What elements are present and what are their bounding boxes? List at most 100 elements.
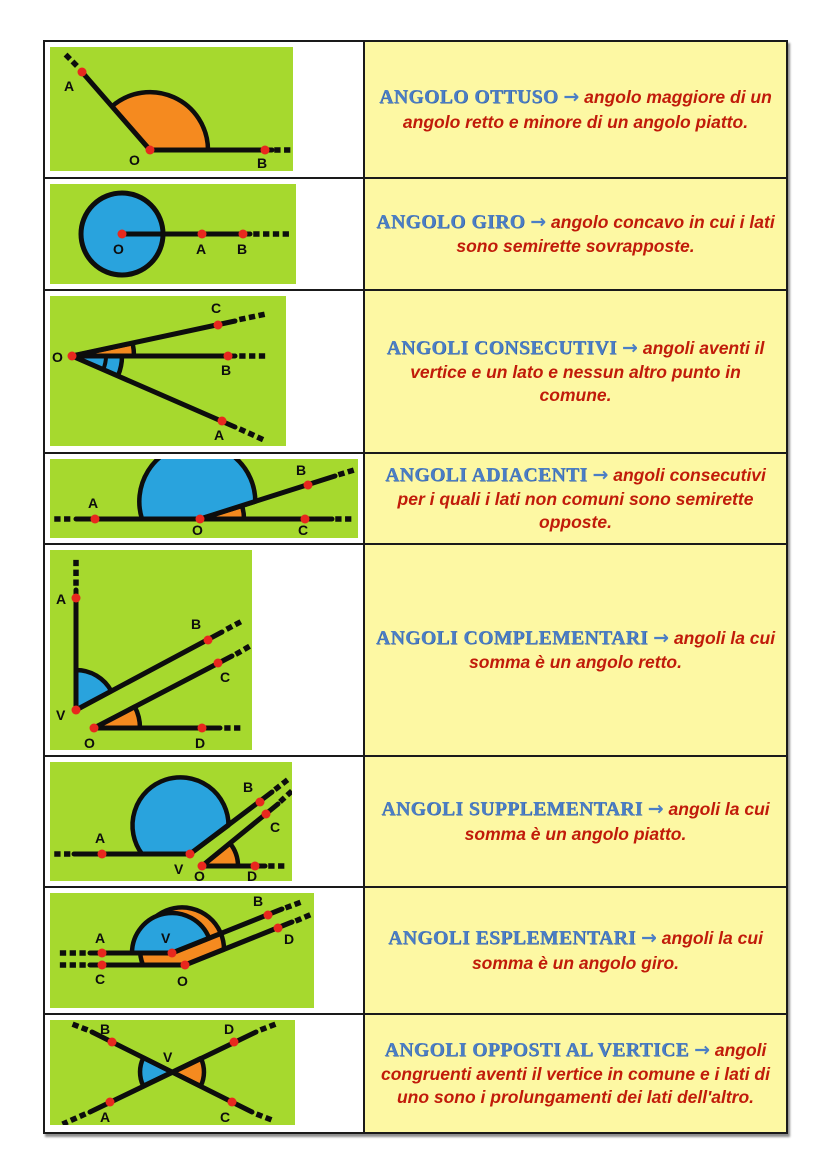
definition-body: angoli aventi il vertice e un lato e nes… (410, 337, 765, 406)
table-row: A O B ANGOLO OTTUSO → angolo maggiore di… (45, 42, 786, 179)
arrow-glyph: → (647, 798, 664, 821)
table-row: A V B O C D ANGOLI SUPPLEMENTARI → angol… (45, 757, 786, 888)
point-label: C (220, 1109, 230, 1125)
table-row: A O C B ANGOLI ADIACENTI → angoli consec… (45, 454, 786, 545)
point-label: C (95, 971, 105, 987)
definition-cell: ANGOLI ESPLEMENTARI → angoli la cui somm… (365, 888, 786, 1013)
point-label: O (113, 241, 124, 257)
arrow-glyph: → (694, 1038, 710, 1061)
definition-body: angolo concavo in cui i lati sono semire… (456, 211, 775, 257)
diagram-cell: A O B (45, 42, 365, 177)
point-label: A (64, 78, 74, 94)
definition-text: ANGOLI COMPLEMENTARI → angoli la cui som… (375, 626, 776, 675)
definition-text: ANGOLI CONSECUTIVI → angoli aventi il ve… (375, 336, 776, 408)
definition-text: ANGOLO OTTUSO → angolo maggiore di un an… (375, 85, 776, 134)
definition-body: angolo maggiore di un angolo retto e min… (402, 87, 772, 132)
point-label: B (296, 462, 306, 478)
definition-text: ANGOLI SUPPLEMENTARI → angoli la cui som… (375, 797, 776, 846)
arrow-glyph: → (653, 626, 670, 649)
point-label: O (194, 868, 205, 881)
term-label: ANGOLI ESPLEMENTARI (388, 928, 637, 950)
definition-cell: ANGOLI COMPLEMENTARI → angoli la cui som… (365, 545, 786, 755)
obtuse-angle-diagram: A O B (50, 47, 293, 171)
definition-cell: ANGOLI CONSECUTIVI → angoli aventi il ve… (365, 291, 786, 452)
diagram-cell: A V B C O D (45, 545, 365, 755)
diagram-cell: O A B (45, 179, 365, 289)
definition-text: ANGOLO GIRO → angolo concavo in cui i la… (375, 210, 776, 259)
diagram-cell: A O C B (45, 454, 365, 543)
point-label: B (257, 155, 267, 171)
point-label: O (129, 152, 140, 168)
point-label: B (221, 362, 231, 378)
point-label: V (174, 861, 184, 877)
consecutive-angles-diagram: O C B A (50, 296, 286, 446)
point-label: B (253, 893, 263, 909)
point-label: C (211, 300, 221, 316)
point-label: A (214, 427, 224, 443)
point-label: C (270, 819, 280, 835)
term-label: ANGOLO GIRO (376, 211, 526, 233)
definition-body: angoli la cui somma è un angolo giro. (471, 928, 763, 973)
definition-text: ANGOLI OPPOSTI AL VERTICE → angoli congr… (375, 1038, 776, 1110)
point-label: A (95, 930, 105, 946)
diagram-cell: B A V D C (45, 1015, 365, 1132)
arrow-glyph: → (530, 210, 547, 233)
point-label: D (195, 735, 205, 750)
supplementary-angles-diagram: A V B O C D (50, 762, 292, 881)
point-label: O (52, 349, 63, 365)
diagram-cell: A V B O C D (45, 757, 365, 886)
point-label: V (56, 707, 66, 723)
diagram-cell: O C B A (45, 291, 365, 452)
table-row: A C V O B D ANGOLI ESPLEMENTARI → angoli… (45, 888, 786, 1015)
definition-body: angoli la cui somma è un angolo retto. (469, 627, 776, 673)
point-label: B (237, 241, 247, 257)
explementary-angles-diagram: A C V O B D (50, 893, 314, 1008)
definition-cell: ANGOLI ADIACENTI → angoli consecutivi pe… (365, 454, 786, 543)
point-label: B (243, 779, 253, 795)
table-row: O A B ANGOLO GIRO → angolo concavo in cu… (45, 179, 786, 291)
arrow-glyph: → (641, 927, 657, 950)
diagram-cell: A C V O B D (45, 888, 365, 1013)
full-angle-diagram: O A B (50, 184, 296, 284)
point-label: A (100, 1109, 110, 1125)
term-label: ANGOLI COMPLEMENTARI (375, 627, 649, 649)
point-label: C (220, 669, 230, 685)
point-label: D (224, 1021, 234, 1037)
point-label: A (95, 830, 105, 846)
point-label: V (161, 930, 171, 946)
table-row: O C B A ANGOLI CONSECUTIVI → angoli aven… (45, 291, 786, 454)
point-label: A (56, 591, 66, 607)
definition-text: ANGOLI ADIACENTI → angoli consecutivi pe… (375, 463, 776, 535)
point-label: O (177, 973, 188, 989)
point-label: O (192, 522, 203, 538)
definition-body: angoli la cui somma è un angolo piatto. (464, 799, 770, 844)
point-label: O (84, 735, 95, 750)
definition-cell: ANGOLI OPPOSTI AL VERTICE → angoli congr… (365, 1015, 786, 1132)
term-label: ANGOLI OPPOSTI AL VERTICE (384, 1039, 690, 1061)
point-label: D (284, 931, 294, 947)
arrow-glyph: → (563, 86, 580, 109)
definition-cell: ANGOLO OTTUSO → angolo maggiore di un an… (365, 42, 786, 177)
point-label: A (196, 241, 206, 257)
term-label: ANGOLI SUPPLEMENTARI (381, 799, 643, 821)
definition-text: ANGOLI ESPLEMENTARI → angoli la cui somm… (375, 926, 776, 975)
definition-cell: ANGOLI SUPPLEMENTARI → angoli la cui som… (365, 757, 786, 886)
arrow-glyph: → (592, 463, 609, 486)
point-label: C (298, 522, 308, 538)
point-label: B (191, 616, 201, 632)
vertical-angles-diagram: B A V D C (50, 1020, 295, 1125)
point-label: V (163, 1049, 173, 1065)
table-row: B A V D C ANGOLI OPPOSTI AL VERTICE → an… (45, 1015, 786, 1132)
point-label: B (100, 1021, 110, 1037)
term-label: ANGOLI CONSECUTIVI (386, 337, 618, 359)
complementary-angles-diagram: A V B C O D (50, 550, 252, 750)
arrow-glyph: → (622, 336, 638, 359)
point-label: D (247, 868, 257, 881)
table-row: A V B C O D ANGOLI COMPLEMENTARI → angol… (45, 545, 786, 757)
adjacent-angles-diagram: A O C B (50, 459, 358, 538)
point-label: A (88, 495, 98, 511)
definition-body: angoli congruenti aventi il vertice in c… (381, 1039, 770, 1108)
angle-definitions-table: A O B ANGOLO OTTUSO → angolo maggiore di… (43, 40, 788, 1134)
definition-cell: ANGOLO GIRO → angolo concavo in cui i la… (365, 179, 786, 289)
term-label: ANGOLI ADIACENTI (385, 464, 588, 486)
